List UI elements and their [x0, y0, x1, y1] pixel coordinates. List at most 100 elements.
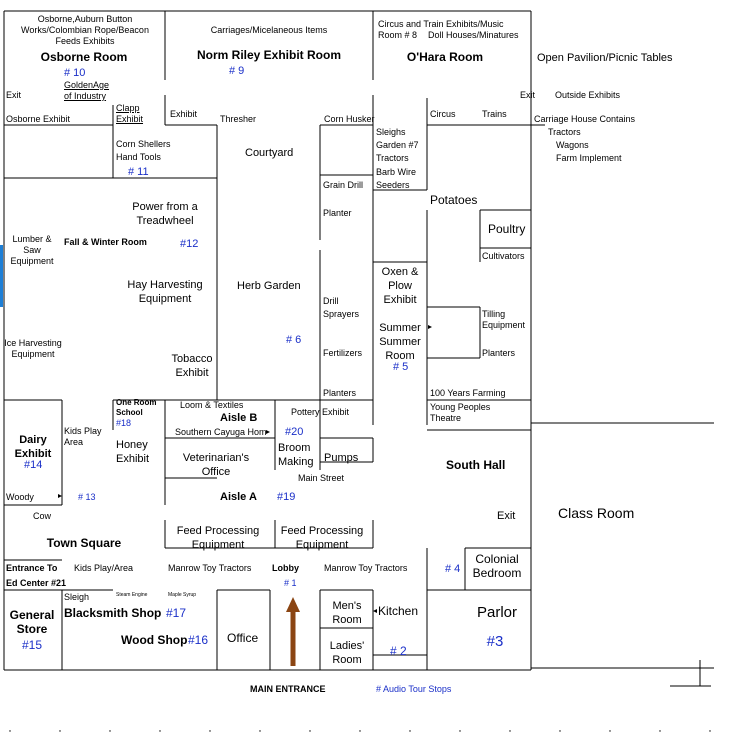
- corn-shellers-label: Corn Shellers: [116, 139, 171, 149]
- direction-arrows: [58, 325, 432, 613]
- seeders-label: Seeders: [376, 180, 410, 190]
- south-hall-label: South Hall: [446, 458, 506, 472]
- sleighs-label: Sleighs: [376, 127, 406, 137]
- osborne-header-label: Osborne,Auburn Button Works/Colombian Ro…: [21, 14, 149, 46]
- carriage-house-label: Carriage House Contains: [534, 114, 636, 124]
- stop-10: # 10: [64, 67, 86, 79]
- oxen-plow-label: Oxen & Plow Exhibit: [381, 266, 419, 306]
- planters-right-label: Planters: [482, 348, 516, 358]
- ohara-room-label: O'Hara Room: [406, 50, 484, 64]
- feed-processing-left-label: Feed Processing Equipment: [176, 525, 260, 551]
- trains-label: Trains: [482, 109, 507, 119]
- stop-9: # 9: [229, 65, 245, 77]
- corn-husker-label: Corn Husker: [324, 114, 375, 124]
- young-peoples-theatre-label: Young Peoples Theatre: [430, 402, 491, 423]
- drill-label: Drill: [323, 296, 339, 306]
- kids-play-area-2-label: Kids Play/Area: [74, 563, 134, 573]
- poultry-label: Poultry: [488, 222, 526, 236]
- norm-riley-room-label: Norm Riley Exhibit Room: [196, 48, 342, 62]
- stop-2: # 2: [390, 644, 407, 658]
- stop-11: # 11: [128, 166, 149, 178]
- sleigh-label: Sleigh: [64, 592, 90, 602]
- kitchen-label: Kitchen: [378, 604, 419, 618]
- aisle-a-label: Aisle A: [220, 491, 257, 503]
- doll-houses-label: Doll Houses/Minatures: [428, 30, 519, 40]
- osborne-room-label: Osborne Room: [40, 50, 128, 64]
- parlor-label: Parlor: [476, 604, 518, 621]
- stop-13: # 13: [78, 492, 96, 502]
- clapp-exhibit-label: Clapp Exhibit: [116, 103, 144, 124]
- office-label: Office: [227, 631, 259, 645]
- stop-1: # 1: [284, 578, 297, 588]
- garden-7-label: Garden #7: [376, 140, 419, 150]
- room-8-label: Room # 8: [378, 30, 418, 40]
- kids-play-area-label: Kids Play Area: [64, 426, 102, 447]
- pottery-exhibit-label: Pottery Exhibit: [291, 407, 350, 417]
- general-store-label: General Store: [9, 608, 55, 636]
- steam-engine-label: Steam Engine: [116, 592, 148, 598]
- broom-making-label: Broom Making: [278, 442, 314, 468]
- loom-textiles-label: Loom & Textiles: [180, 400, 244, 410]
- maple-syrup-label: Maple Syrup: [168, 592, 197, 598]
- hand-tools-label: Hand Tools: [116, 152, 161, 162]
- summer-room-label: Summer Summer Room: [379, 322, 421, 362]
- woody-label: Woody: [6, 492, 34, 502]
- colonial-bedroom-label: Colonial Bedroom: [472, 552, 522, 580]
- pumps-label: Pumps: [324, 452, 359, 464]
- town-square-label: Town Square: [46, 536, 122, 550]
- lobby-label: Lobby: [272, 563, 299, 573]
- exhibit-label: Exhibit: [170, 109, 198, 119]
- manrow-toy-tractors-left-label: Manrow Toy Tractors: [168, 563, 252, 573]
- manrow-toy-tractors-right-label: Manrow Toy Tractors: [324, 563, 408, 573]
- cultivators-label: Cultivators: [482, 251, 525, 261]
- grain-drill-label: Grain Drill: [323, 180, 364, 190]
- feed-processing-right-label: Feed Processing Equipment: [280, 525, 364, 551]
- ladies-room-label: Ladies' Room: [329, 640, 365, 666]
- wagons-label: Wagons: [556, 140, 589, 150]
- mens-room-label: Men's Room: [332, 600, 362, 626]
- class-room-label: Class Room: [558, 505, 635, 521]
- tractors-middle-label: Tractors: [376, 153, 409, 163]
- main-entrance-arrow: [286, 597, 300, 666]
- circus-label: Circus: [430, 109, 456, 119]
- stop-20: #20: [285, 426, 304, 438]
- fertilizers-label: Fertilizers: [323, 348, 363, 358]
- entrance-to-label: Entrance To: [6, 563, 58, 573]
- stop-16: #16: [188, 633, 209, 647]
- stop-18: #18: [116, 418, 132, 428]
- potatoes-label: Potatoes: [430, 193, 478, 207]
- hay-harvesting-label: Hay Harvesting Equipment: [127, 279, 203, 305]
- stop-17: #17: [166, 606, 187, 620]
- tractors-right-label: Tractors: [548, 127, 581, 137]
- sprayers-label: Sprayers: [323, 309, 360, 319]
- stop-19: #19: [277, 491, 296, 503]
- fall-winter-room-label: Fall & Winter Room: [64, 237, 147, 247]
- golden-age-label: GoldenAge of Industry: [64, 80, 110, 101]
- ed-center-label: Ed Center #21: [6, 578, 67, 588]
- power-treadwheel-label: Power from a Treadwheel: [132, 201, 198, 227]
- farm-implement-label: Farm Implement: [556, 153, 622, 163]
- lumber-saw-label: Lumber & Saw Equipment: [10, 234, 54, 266]
- stop-12: #12: [180, 238, 199, 250]
- wood-shop-label: Wood Shop: [121, 633, 188, 647]
- planter-label: Planter: [323, 208, 352, 218]
- thresher-label: Thresher: [220, 114, 257, 124]
- carriages-label: Carriages/Micelaneous Items: [210, 25, 328, 35]
- exit-left-label: Exit: [6, 90, 22, 100]
- stop-4: # 4: [445, 563, 461, 575]
- circus-train-label: Circus and Train Exhibits/Music: [378, 19, 504, 29]
- dairy-exhibit-label: Dairy Exhibit: [14, 434, 52, 460]
- courtyard-label: Courtyard: [245, 147, 294, 159]
- stop-3: #3: [486, 633, 504, 650]
- aisle-b-label: Aisle B: [220, 412, 258, 424]
- one-room-school-label: One Room School: [116, 398, 157, 417]
- exit-right-label: Exit: [520, 90, 536, 100]
- audio-tour-legend: # Audio Tour Stops: [376, 684, 452, 694]
- bottom-dots: [9, 730, 711, 732]
- planters-middle-label: Planters: [323, 388, 357, 398]
- honey-exhibit-label: Honey Exhibit: [116, 439, 150, 465]
- southern-cayuga-label: Southern Cayuga Hom: [175, 427, 267, 437]
- open-pavilion-label: Open Pavilion/Picnic Tables: [537, 52, 673, 64]
- veterinarians-office-label: Veterinarian's Office: [182, 452, 250, 478]
